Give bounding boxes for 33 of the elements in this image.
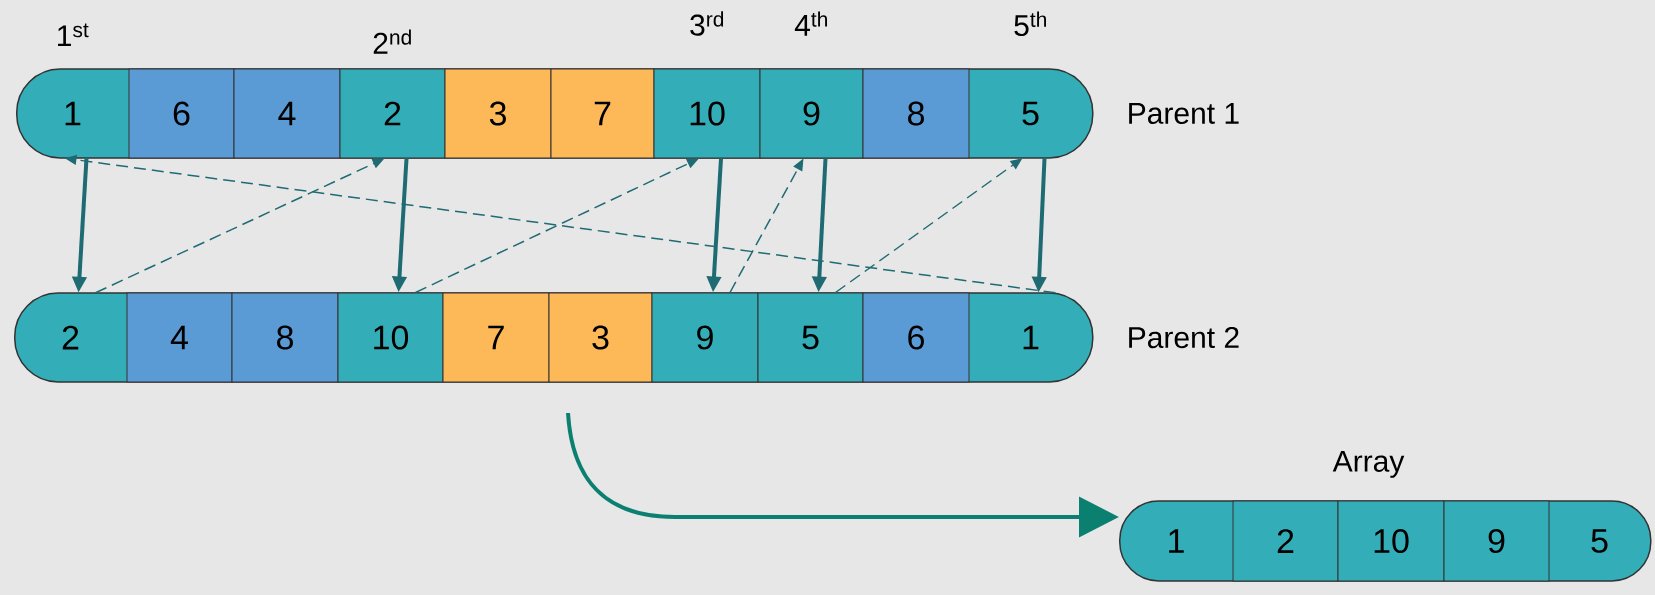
array-cell: 9 <box>1443 500 1550 582</box>
array-cell: 2 <box>62 325 79 350</box>
array-cell: 3 <box>548 292 653 383</box>
array-cell: 10 <box>653 68 761 159</box>
ordinal-label: 4$^{th}$ <box>794 11 827 36</box>
array-cell: 8 <box>862 68 970 159</box>
array-cell: 5 <box>1022 101 1039 126</box>
ordinal-label: 3$^{rd}$ <box>690 11 724 36</box>
array-cell: 1 <box>65 101 81 126</box>
array-cell: 5 <box>757 292 864 383</box>
array-cell: 3 <box>444 68 552 159</box>
ordinal-label: 1$^{st}$ <box>58 23 89 47</box>
array-cell: 6 <box>862 292 970 383</box>
array-cell: 2 <box>339 68 446 159</box>
ordinal-label: 5$^{th}$ <box>1014 11 1046 37</box>
array-cell: 7 <box>550 68 655 159</box>
array-cell: 4 <box>126 292 233 383</box>
array-cell: 4 <box>233 68 341 159</box>
array-cell: 5 <box>1591 529 1608 553</box>
array-cell: 8 <box>231 292 339 383</box>
array-cell: 10 <box>1337 500 1445 582</box>
array-cell: 10 <box>337 292 444 383</box>
array-cell: 9 <box>759 68 864 159</box>
array-cell: 2 <box>1232 500 1339 582</box>
array-cell: 1 <box>1169 529 1184 553</box>
array-cell: 7 <box>442 292 550 383</box>
array-cell: 9 <box>651 292 759 383</box>
array-cell: 6 <box>128 68 235 159</box>
array-cell: 1 <box>1023 325 1039 350</box>
row-label: Array <box>1332 450 1405 478</box>
ordinal-label: 2$^{nd}$ <box>373 29 411 54</box>
row-label: Parent 1 <box>1129 103 1239 124</box>
row-label: Parent 2 <box>1129 326 1239 349</box>
